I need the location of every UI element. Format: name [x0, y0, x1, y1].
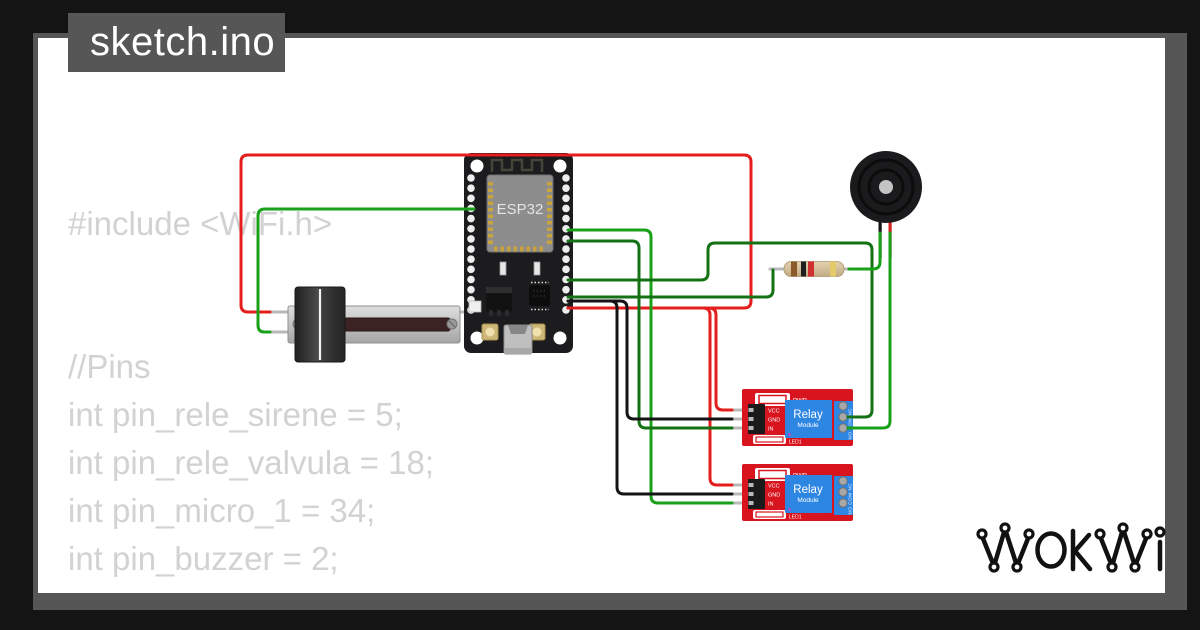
- wire-power-red-loop: [239, 153, 753, 314]
- code-pins-comment: //Pins: [68, 348, 151, 385]
- wire-resistor-esp: [566, 268, 775, 299]
- relay-module-1[interactable]: [741, 388, 854, 447]
- slider-knob[interactable]: [294, 286, 346, 363]
- wire-relay1-com: [566, 241, 874, 419]
- wire-speaker-neg: [847, 231, 882, 271]
- code-pin-buzzer: int pin_buzzer = 2;: [68, 540, 339, 577]
- wire-relay2-vcc: [566, 306, 734, 487]
- wire-speaker-pos: [846, 231, 892, 430]
- esp32-smd-part-2: [533, 261, 541, 276]
- esp32-boot-button[interactable]: [481, 323, 499, 341]
- white-canvas: [38, 38, 1165, 593]
- relay-module-2[interactable]: [741, 463, 854, 522]
- code-include-line: #include <WiFi.h>: [68, 205, 333, 242]
- slide-potentiometer[interactable]: [287, 286, 461, 363]
- code-pin-block: //Pins int pin_rele_sirene = 5; int pin_…: [68, 343, 434, 583]
- wire-relay1-vcc: [566, 306, 734, 412]
- wire-relay2-in: [566, 228, 734, 505]
- resistor-band-gold: [830, 261, 836, 277]
- wires: [239, 153, 892, 505]
- code-pin-sirene: int pin_rele_sirene = 5;: [68, 396, 403, 433]
- code-pin-valvula: int pin_rele_valvula = 18;: [68, 444, 434, 481]
- wokwi-logo: [976, 522, 1166, 573]
- esp32-regulator: [486, 287, 512, 316]
- resistor[interactable]: [783, 261, 845, 277]
- resistor-band-brown: [791, 261, 797, 277]
- esp32-usb-connector: [503, 324, 533, 355]
- esp32-antenna: [490, 158, 544, 172]
- sketch-title: sketch.ino: [68, 13, 285, 72]
- esp32-usb-chip: [529, 281, 550, 311]
- wire-relay1-in: [566, 239, 734, 430]
- code-pin-micro: int pin_micro_1 = 34;: [68, 492, 376, 529]
- resistor-band-black: [801, 261, 806, 277]
- esp32-module: ESP32: [486, 174, 554, 253]
- esp32-board[interactable]: ESP32: [464, 153, 573, 355]
- resistor-band-red: [808, 261, 814, 277]
- wire-relay2-gnd: [566, 299, 734, 496]
- esp32-smd-part-3: [468, 300, 482, 313]
- esp32-smd-part-1: [499, 261, 507, 276]
- wire-slider-wiper: [256, 207, 476, 334]
- esp32-en-button[interactable]: [528, 323, 546, 341]
- esp32-chip-label: ESP32: [497, 201, 544, 218]
- wire-relay1-gnd: [566, 299, 734, 421]
